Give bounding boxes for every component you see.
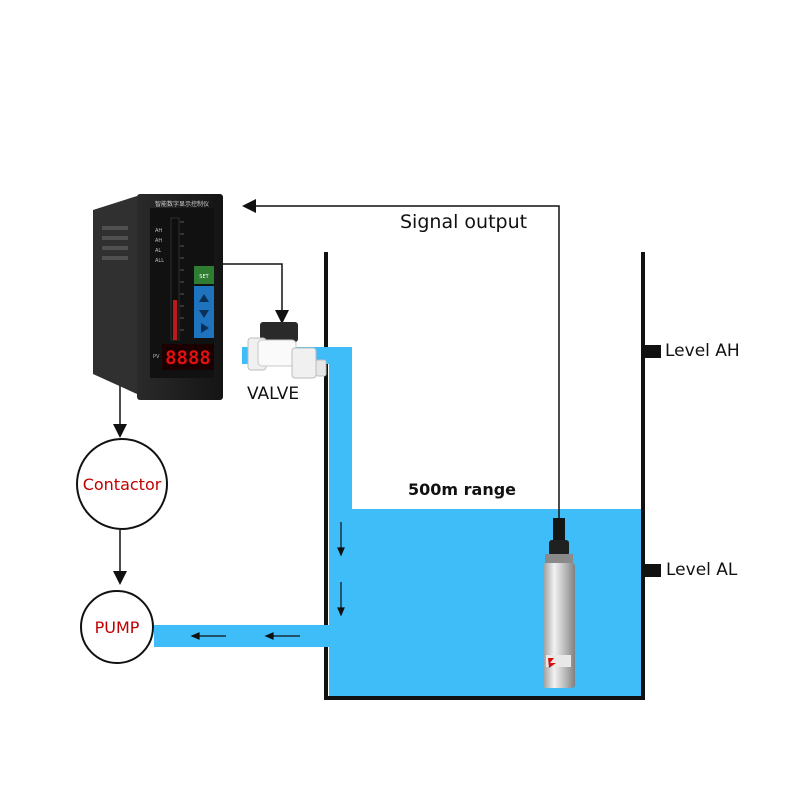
pump-label: PUMP (94, 617, 140, 637)
contactor-label: Contactor (82, 474, 162, 494)
valve-device (247, 322, 327, 379)
pv-label: PV (153, 354, 160, 360)
valve-arrow-icon (275, 310, 289, 324)
controller-display: 8888 (165, 347, 211, 369)
indicator-label-2: AH (155, 238, 162, 244)
outlet-pipe (154, 625, 329, 647)
contactor-circle: Contactor (76, 438, 168, 530)
pump-arrow-icon (113, 571, 127, 585)
range-label: 500m range (408, 480, 517, 499)
tank-water (329, 509, 641, 696)
controller-title: 智能数字显示控制仪 (155, 200, 209, 208)
signal-arrow-icon (242, 199, 256, 213)
set-key-label: SET (199, 274, 209, 280)
pump-circle: PUMP (80, 590, 154, 664)
valve-label: VALVE (247, 384, 300, 404)
level-ah-label: Level AH (665, 341, 740, 361)
tank (324, 252, 645, 700)
level-al-label: Level AL (666, 560, 738, 580)
signal-line (256, 205, 560, 520)
sensor-logo-icon (548, 658, 556, 668)
set-key (194, 266, 214, 284)
level-ah-marker (643, 345, 661, 358)
level-sensor (543, 518, 575, 688)
indicator-label-1: AH (155, 228, 162, 234)
inlet-downpipe (329, 347, 352, 510)
level-al-marker (643, 564, 661, 577)
controller-device: 智能数字显示控制仪 AH AH AL ALL SET 8888 PV (93, 194, 223, 400)
valve-control-line (222, 263, 283, 312)
up-arrow-icon (199, 294, 209, 302)
indicator-label-4: ALL (155, 258, 164, 264)
flow-arrows (190, 522, 345, 640)
indicator-label-3: AL (155, 248, 161, 254)
right-arrow-icon (201, 323, 209, 333)
contactor-arrow-icon (113, 424, 127, 438)
down-arrow-icon (199, 310, 209, 318)
signal-output-label: Signal output (400, 211, 528, 233)
bargraph-fill (173, 300, 177, 340)
